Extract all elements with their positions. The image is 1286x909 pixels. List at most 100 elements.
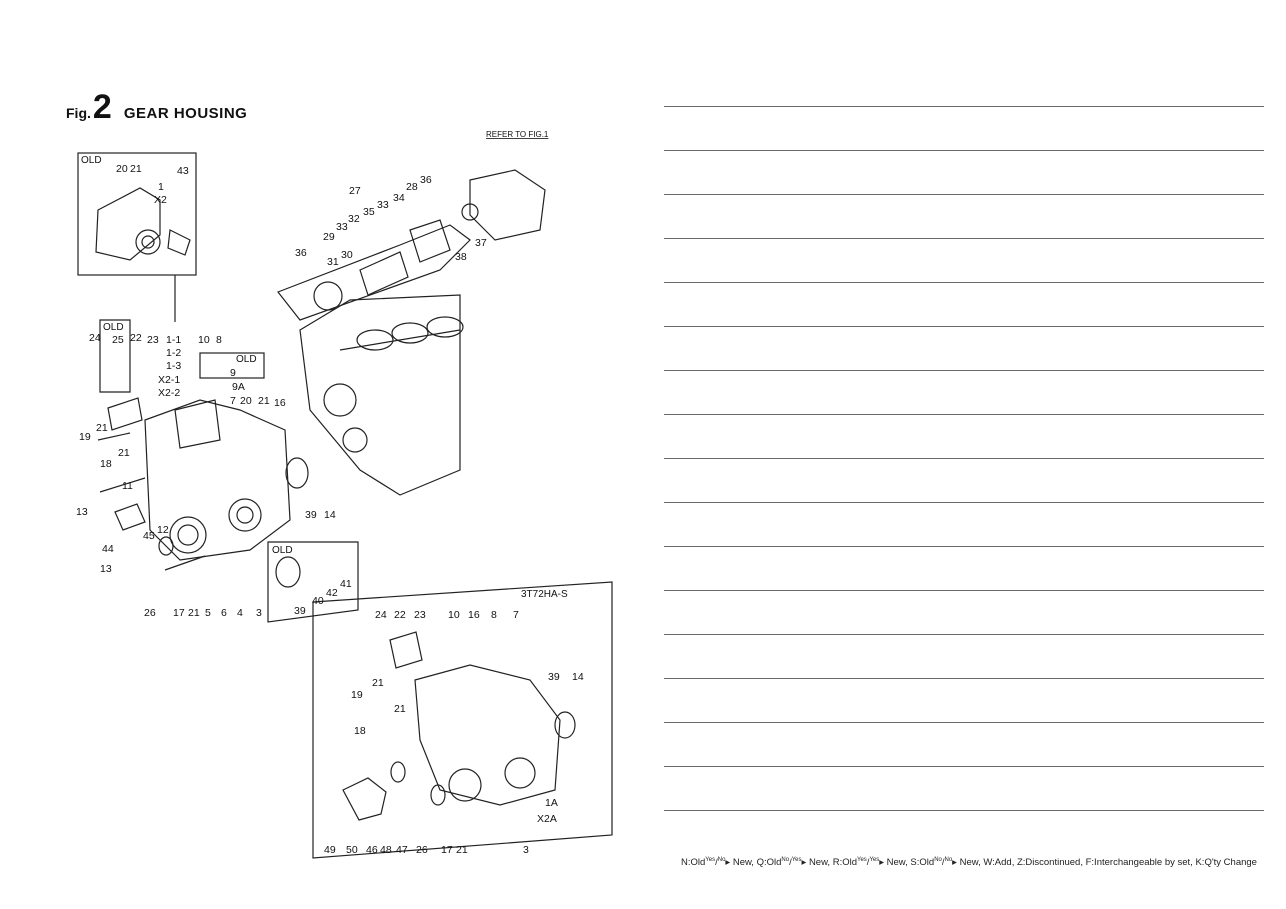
- part-callout: 46: [366, 844, 378, 856]
- part-callout: 13: [76, 506, 88, 518]
- part-callout: 23: [414, 609, 426, 621]
- part-callout: 21: [130, 163, 142, 175]
- change-code-legend: N:OldYes/No▸ New, Q:OldNo/Yes▸ New, R:Ol…: [681, 857, 1257, 869]
- figure-header: Fig.2 GEAR HOUSING: [66, 88, 247, 128]
- old-label-mid: OLD: [236, 354, 257, 365]
- part-callout: 14: [324, 509, 336, 521]
- part-callout: 1-1: [166, 334, 181, 346]
- model-label: 3T72HA-S: [521, 589, 568, 600]
- refer-note: REFER TO FIG.1: [486, 130, 549, 139]
- part-callout: 35: [363, 206, 375, 218]
- part-callout: 34: [393, 192, 405, 204]
- part-callout: 7: [513, 609, 519, 621]
- old-label-left: OLD: [103, 322, 124, 333]
- part-callout: 9A: [232, 381, 245, 393]
- part-callout: 1: [158, 181, 164, 193]
- parts-list-row: [664, 282, 1264, 283]
- part-callout: 3: [256, 607, 262, 619]
- figure-title: GEAR HOUSING: [123, 105, 248, 122]
- exploded-parts-diagram: REFER TO FIG.1 3T72HA-S OLD OLD OLD OLD …: [76, 130, 613, 859]
- part-callout: 22: [394, 609, 406, 621]
- part-callout: 36: [295, 247, 307, 259]
- part-callout: 38: [455, 251, 467, 263]
- part-callout: 10: [448, 609, 460, 621]
- part-callout: 48: [380, 844, 392, 856]
- part-callout: 28: [406, 181, 418, 193]
- part-callout: 39: [305, 509, 317, 521]
- old-label-seal: OLD: [272, 545, 293, 556]
- part-callout: 17: [441, 844, 453, 856]
- old-inset-box-top: [77, 152, 197, 276]
- part-callout: 21: [372, 677, 384, 689]
- parts-list-row: [664, 766, 1264, 767]
- part-callout: 21: [96, 422, 108, 434]
- old-label-top: OLD: [81, 155, 102, 166]
- part-callout: 6: [221, 607, 227, 619]
- model-variant-box: [312, 581, 613, 859]
- part-callout: 1A: [545, 797, 558, 809]
- part-callout: 39: [294, 605, 306, 617]
- parts-list-row: [664, 326, 1264, 327]
- parts-list-row: [664, 106, 1264, 107]
- parts-list-row: [664, 722, 1264, 723]
- parts-list-row: [664, 546, 1264, 547]
- part-callout: 27: [349, 185, 361, 197]
- part-callout: 20: [116, 163, 128, 175]
- part-callout: X2-2: [158, 387, 180, 399]
- part-callout: 8: [491, 609, 497, 621]
- parts-list-row: [664, 150, 1264, 151]
- part-callout: 7: [230, 395, 236, 407]
- parts-list-area: [664, 106, 1264, 854]
- part-callout: 1-2: [166, 347, 181, 359]
- part-callout: 23: [147, 334, 159, 346]
- part-callout: 42: [326, 587, 338, 599]
- part-callout: 24: [375, 609, 387, 621]
- part-callout: 39: [548, 671, 560, 683]
- parts-list-row: [664, 414, 1264, 415]
- part-callout: 41: [340, 578, 352, 590]
- part-callout: 40: [312, 595, 324, 607]
- part-callout: 10: [198, 334, 210, 346]
- figure-number: 2: [92, 88, 112, 126]
- part-callout: 33: [377, 199, 389, 211]
- parts-list-row: [664, 238, 1264, 239]
- parts-list-row: [664, 634, 1264, 635]
- part-callout: 20: [240, 395, 252, 407]
- part-callout: 21: [456, 844, 468, 856]
- part-callout: 21: [258, 395, 270, 407]
- parts-list-row: [664, 458, 1264, 459]
- part-callout: 24: [89, 332, 101, 344]
- figure-label: Fig.: [66, 105, 91, 121]
- part-callout: 9: [230, 367, 236, 379]
- part-callout: 33: [336, 221, 348, 233]
- part-callout: 21: [118, 447, 130, 459]
- part-callout: 36: [420, 174, 432, 186]
- part-callout: 5: [205, 607, 211, 619]
- part-callout: 1-3: [166, 360, 181, 372]
- part-callout: 21: [188, 607, 200, 619]
- part-callout: 17: [173, 607, 185, 619]
- part-callout: 22: [130, 332, 142, 344]
- part-callout: 26: [416, 844, 428, 856]
- parts-list-row: [664, 370, 1264, 371]
- parts-list-row: [664, 502, 1264, 503]
- part-callout: 43: [177, 165, 189, 177]
- part-callout: 47: [396, 844, 408, 856]
- part-callout: 8: [216, 334, 222, 346]
- part-callout: 3: [523, 844, 529, 856]
- part-callout: 37: [475, 237, 487, 249]
- part-callout: 19: [351, 689, 363, 701]
- parts-list-row: [664, 194, 1264, 195]
- part-callout: X2A: [537, 813, 557, 825]
- part-callout: 31: [327, 256, 339, 268]
- part-callout: 18: [354, 725, 366, 737]
- part-callout: 12: [157, 524, 169, 536]
- part-callout: 21: [394, 703, 406, 715]
- part-callout: 44: [102, 543, 114, 555]
- part-callout: X2-1: [158, 374, 180, 386]
- part-callout: X2: [154, 194, 167, 206]
- parts-list-row: [664, 678, 1264, 679]
- part-callout: 32: [348, 213, 360, 225]
- part-callout: 29: [323, 231, 335, 243]
